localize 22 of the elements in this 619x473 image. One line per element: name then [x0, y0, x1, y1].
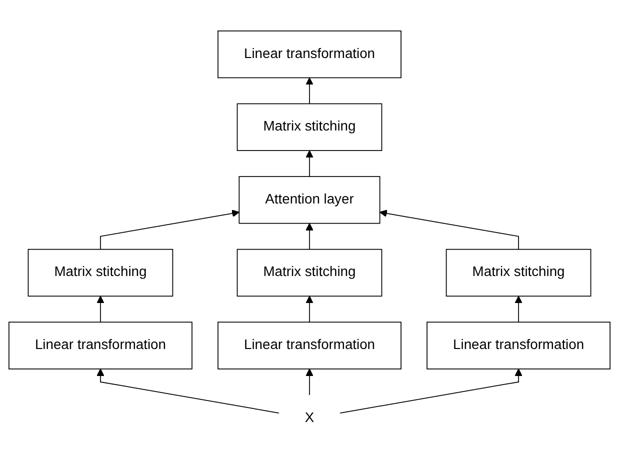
- node-text: X: [304, 410, 314, 426]
- node-box: [28, 249, 174, 297]
- node-box: [238, 176, 380, 224]
- arrow: [379, 210, 519, 250]
- node-box: [218, 322, 402, 370]
- arrow: [514, 296, 522, 323]
- arrow: [306, 223, 314, 250]
- arrow: [306, 150, 314, 178]
- arrow: [306, 296, 314, 323]
- node-box: [236, 249, 382, 297]
- node-box: [218, 30, 402, 78]
- arrow: [306, 78, 314, 104]
- node-box: [426, 322, 610, 370]
- node-box: [236, 103, 382, 152]
- flowchart: Linear transformation Matrix stitching Attention layer Matrix stitching Matrix stitching Matrix stitching Linear transformation Linear transformation Linear transformation X: [2, 24, 617, 449]
- arrow: [96, 296, 104, 323]
- arrow: [100, 210, 240, 250]
- node-box: [446, 249, 592, 297]
- arrow: [340, 368, 522, 414]
- arrow: [96, 368, 280, 414]
- arrow: [306, 368, 314, 396]
- node-box: [8, 322, 192, 370]
